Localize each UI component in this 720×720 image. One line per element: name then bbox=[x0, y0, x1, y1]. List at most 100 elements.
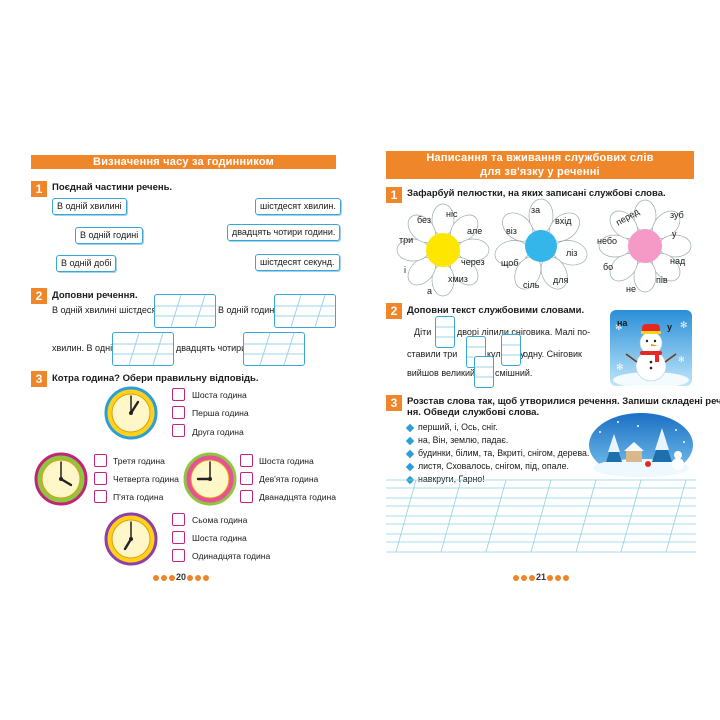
right-page-title: Написання та вживання службових слів для… bbox=[386, 151, 694, 179]
petal-word[interactable]: не bbox=[626, 284, 636, 294]
clock-icon bbox=[104, 386, 158, 440]
right-title-line1: Написання та вживання службових слів bbox=[426, 152, 654, 164]
petal-word[interactable]: віз bbox=[506, 226, 517, 236]
answer-checkbox[interactable] bbox=[240, 472, 253, 485]
answer-checkbox[interactable] bbox=[94, 472, 107, 485]
task3-number: 3 bbox=[31, 371, 47, 387]
task2-instruction: Доповни речення. bbox=[52, 290, 138, 301]
diamond-bullet-icon bbox=[405, 462, 415, 471]
task2-number: 2 bbox=[31, 288, 47, 304]
match-right-3[interactable]: шістдесят секунд. bbox=[255, 254, 340, 271]
right-title-line2: для зв'язку у реченні bbox=[480, 166, 600, 178]
task2-line1-b: В одній годині bbox=[218, 305, 277, 315]
petal-word[interactable]: хмиз bbox=[448, 274, 468, 284]
writing-lines[interactable] bbox=[386, 478, 696, 558]
petal-word[interactable]: небо bbox=[597, 236, 618, 246]
petal-word[interactable]: ніс bbox=[446, 209, 458, 219]
word-list-item: будинки, білим, та, Вкриті, снігом, дере… bbox=[405, 448, 589, 458]
answer-box-4[interactable] bbox=[243, 332, 305, 366]
answer-option: Одинадцята година bbox=[192, 551, 271, 561]
answer-box-1[interactable] bbox=[154, 294, 216, 328]
answer-checkbox[interactable] bbox=[172, 388, 185, 401]
petal-word[interactable]: пів bbox=[656, 275, 668, 285]
answer-box-3[interactable] bbox=[112, 332, 174, 366]
petal-word[interactable]: три bbox=[399, 235, 414, 245]
answer-option: Дванадцята година bbox=[259, 492, 337, 502]
diamond-bullet-icon bbox=[405, 449, 415, 458]
answer-checkbox[interactable] bbox=[240, 490, 253, 503]
page-number-text: 21 bbox=[536, 572, 547, 582]
page-number-text: 20 bbox=[176, 572, 187, 582]
answer-option: Сьома година bbox=[192, 515, 248, 525]
match-left-1[interactable]: В одній хвилині bbox=[52, 198, 127, 215]
answer-option: Друга година bbox=[192, 427, 244, 437]
petal-word[interactable]: зуб bbox=[670, 210, 684, 220]
petal-word[interactable]: у bbox=[672, 229, 677, 239]
match-right-1[interactable]: шістдесят хвилин. bbox=[255, 198, 341, 215]
text-line1-a: Діти bbox=[414, 327, 432, 337]
word-list-item: на, Він, землю, падає. bbox=[405, 435, 508, 445]
svg-text:✻: ✻ bbox=[680, 321, 688, 331]
petal-word[interactable]: ліз bbox=[566, 248, 578, 258]
box-guide-lines bbox=[275, 295, 335, 327]
svg-text:✻: ✻ bbox=[616, 363, 624, 373]
clock-icon bbox=[183, 452, 237, 506]
answer-checkbox[interactable] bbox=[172, 531, 185, 544]
answer-checkbox[interactable] bbox=[240, 454, 253, 467]
petal-word[interactable]: бо bbox=[603, 262, 614, 272]
answer-box-2[interactable] bbox=[274, 294, 336, 328]
petal-word[interactable]: над bbox=[670, 256, 686, 266]
answer-checkbox[interactable] bbox=[172, 424, 185, 437]
word-list-item: перший, і, Ось, сніг. bbox=[405, 422, 498, 432]
winter-scene-illustration bbox=[589, 413, 693, 477]
word-list-item: листя, Сховалось, снігом, під, опале. bbox=[405, 461, 569, 471]
right-page: Написання та вживання службових слів для… bbox=[360, 0, 720, 720]
text-line3-b: смішний. bbox=[495, 368, 533, 378]
petal-word[interactable]: без bbox=[417, 215, 431, 225]
diamond-bullet-icon bbox=[405, 436, 415, 445]
fill-box-3[interactable] bbox=[501, 334, 521, 366]
box-guide-lines bbox=[502, 344, 520, 356]
task3-instruction-1: Розстав слова так, щоб утворилися реченн… bbox=[407, 396, 720, 407]
answer-checkbox[interactable] bbox=[172, 406, 185, 419]
match-right-2[interactable]: двадцять чотири години. bbox=[227, 224, 341, 241]
flower-2 bbox=[494, 198, 588, 290]
answer-checkbox[interactable] bbox=[172, 549, 185, 562]
petal-word[interactable]: а bbox=[427, 286, 433, 296]
match-left-2[interactable]: В одній годині bbox=[75, 227, 144, 244]
box-guide-lines bbox=[244, 333, 304, 365]
task1-instruction: Зафарбуй пелюстки, на яких записані служ… bbox=[407, 188, 666, 199]
petal-word[interactable]: сіль bbox=[523, 280, 540, 290]
task1-number: 1 bbox=[386, 187, 402, 203]
text-line2-a: ставили три bbox=[407, 349, 458, 359]
answer-option: П'ята година bbox=[113, 492, 164, 502]
text-line2-c: одну. Сніговик bbox=[523, 349, 582, 359]
task2-line2-a: хвилин. В одній bbox=[52, 343, 118, 353]
petal-word[interactable]: для bbox=[553, 275, 569, 285]
petal-word[interactable]: і bbox=[404, 265, 406, 275]
page-number: 21 bbox=[512, 572, 570, 582]
answer-checkbox[interactable] bbox=[94, 490, 107, 503]
petal-word[interactable]: вхід bbox=[555, 216, 572, 226]
clock-icon bbox=[34, 452, 88, 506]
snowman-illustration: ✻ ✻ ✻ ✻ bbox=[610, 310, 692, 386]
match-left-3[interactable]: В одній добі bbox=[56, 255, 117, 272]
clock-icon bbox=[104, 512, 158, 566]
svg-text:✻: ✻ bbox=[678, 355, 685, 364]
answer-option: Третя година bbox=[113, 456, 165, 466]
box-guide-lines bbox=[155, 295, 215, 327]
petal-word[interactable]: але bbox=[467, 226, 483, 236]
page-number: 20 bbox=[152, 572, 210, 582]
petal-word[interactable]: через bbox=[461, 257, 485, 267]
fill-box-1[interactable] bbox=[435, 316, 455, 348]
answer-checkbox[interactable] bbox=[94, 454, 107, 467]
picture-word: у bbox=[667, 322, 673, 332]
flower-1 bbox=[396, 203, 490, 297]
petal-word[interactable]: за bbox=[531, 205, 541, 215]
answer-checkbox[interactable] bbox=[172, 513, 185, 526]
fill-box-4[interactable] bbox=[474, 356, 494, 388]
task3-instruction-2: ня. Обведи службові слова. bbox=[407, 407, 540, 418]
task1-instruction: Поєднай частини речень. bbox=[52, 182, 173, 193]
petal-word[interactable]: щоб bbox=[501, 258, 519, 268]
task1-number: 1 bbox=[31, 181, 47, 197]
